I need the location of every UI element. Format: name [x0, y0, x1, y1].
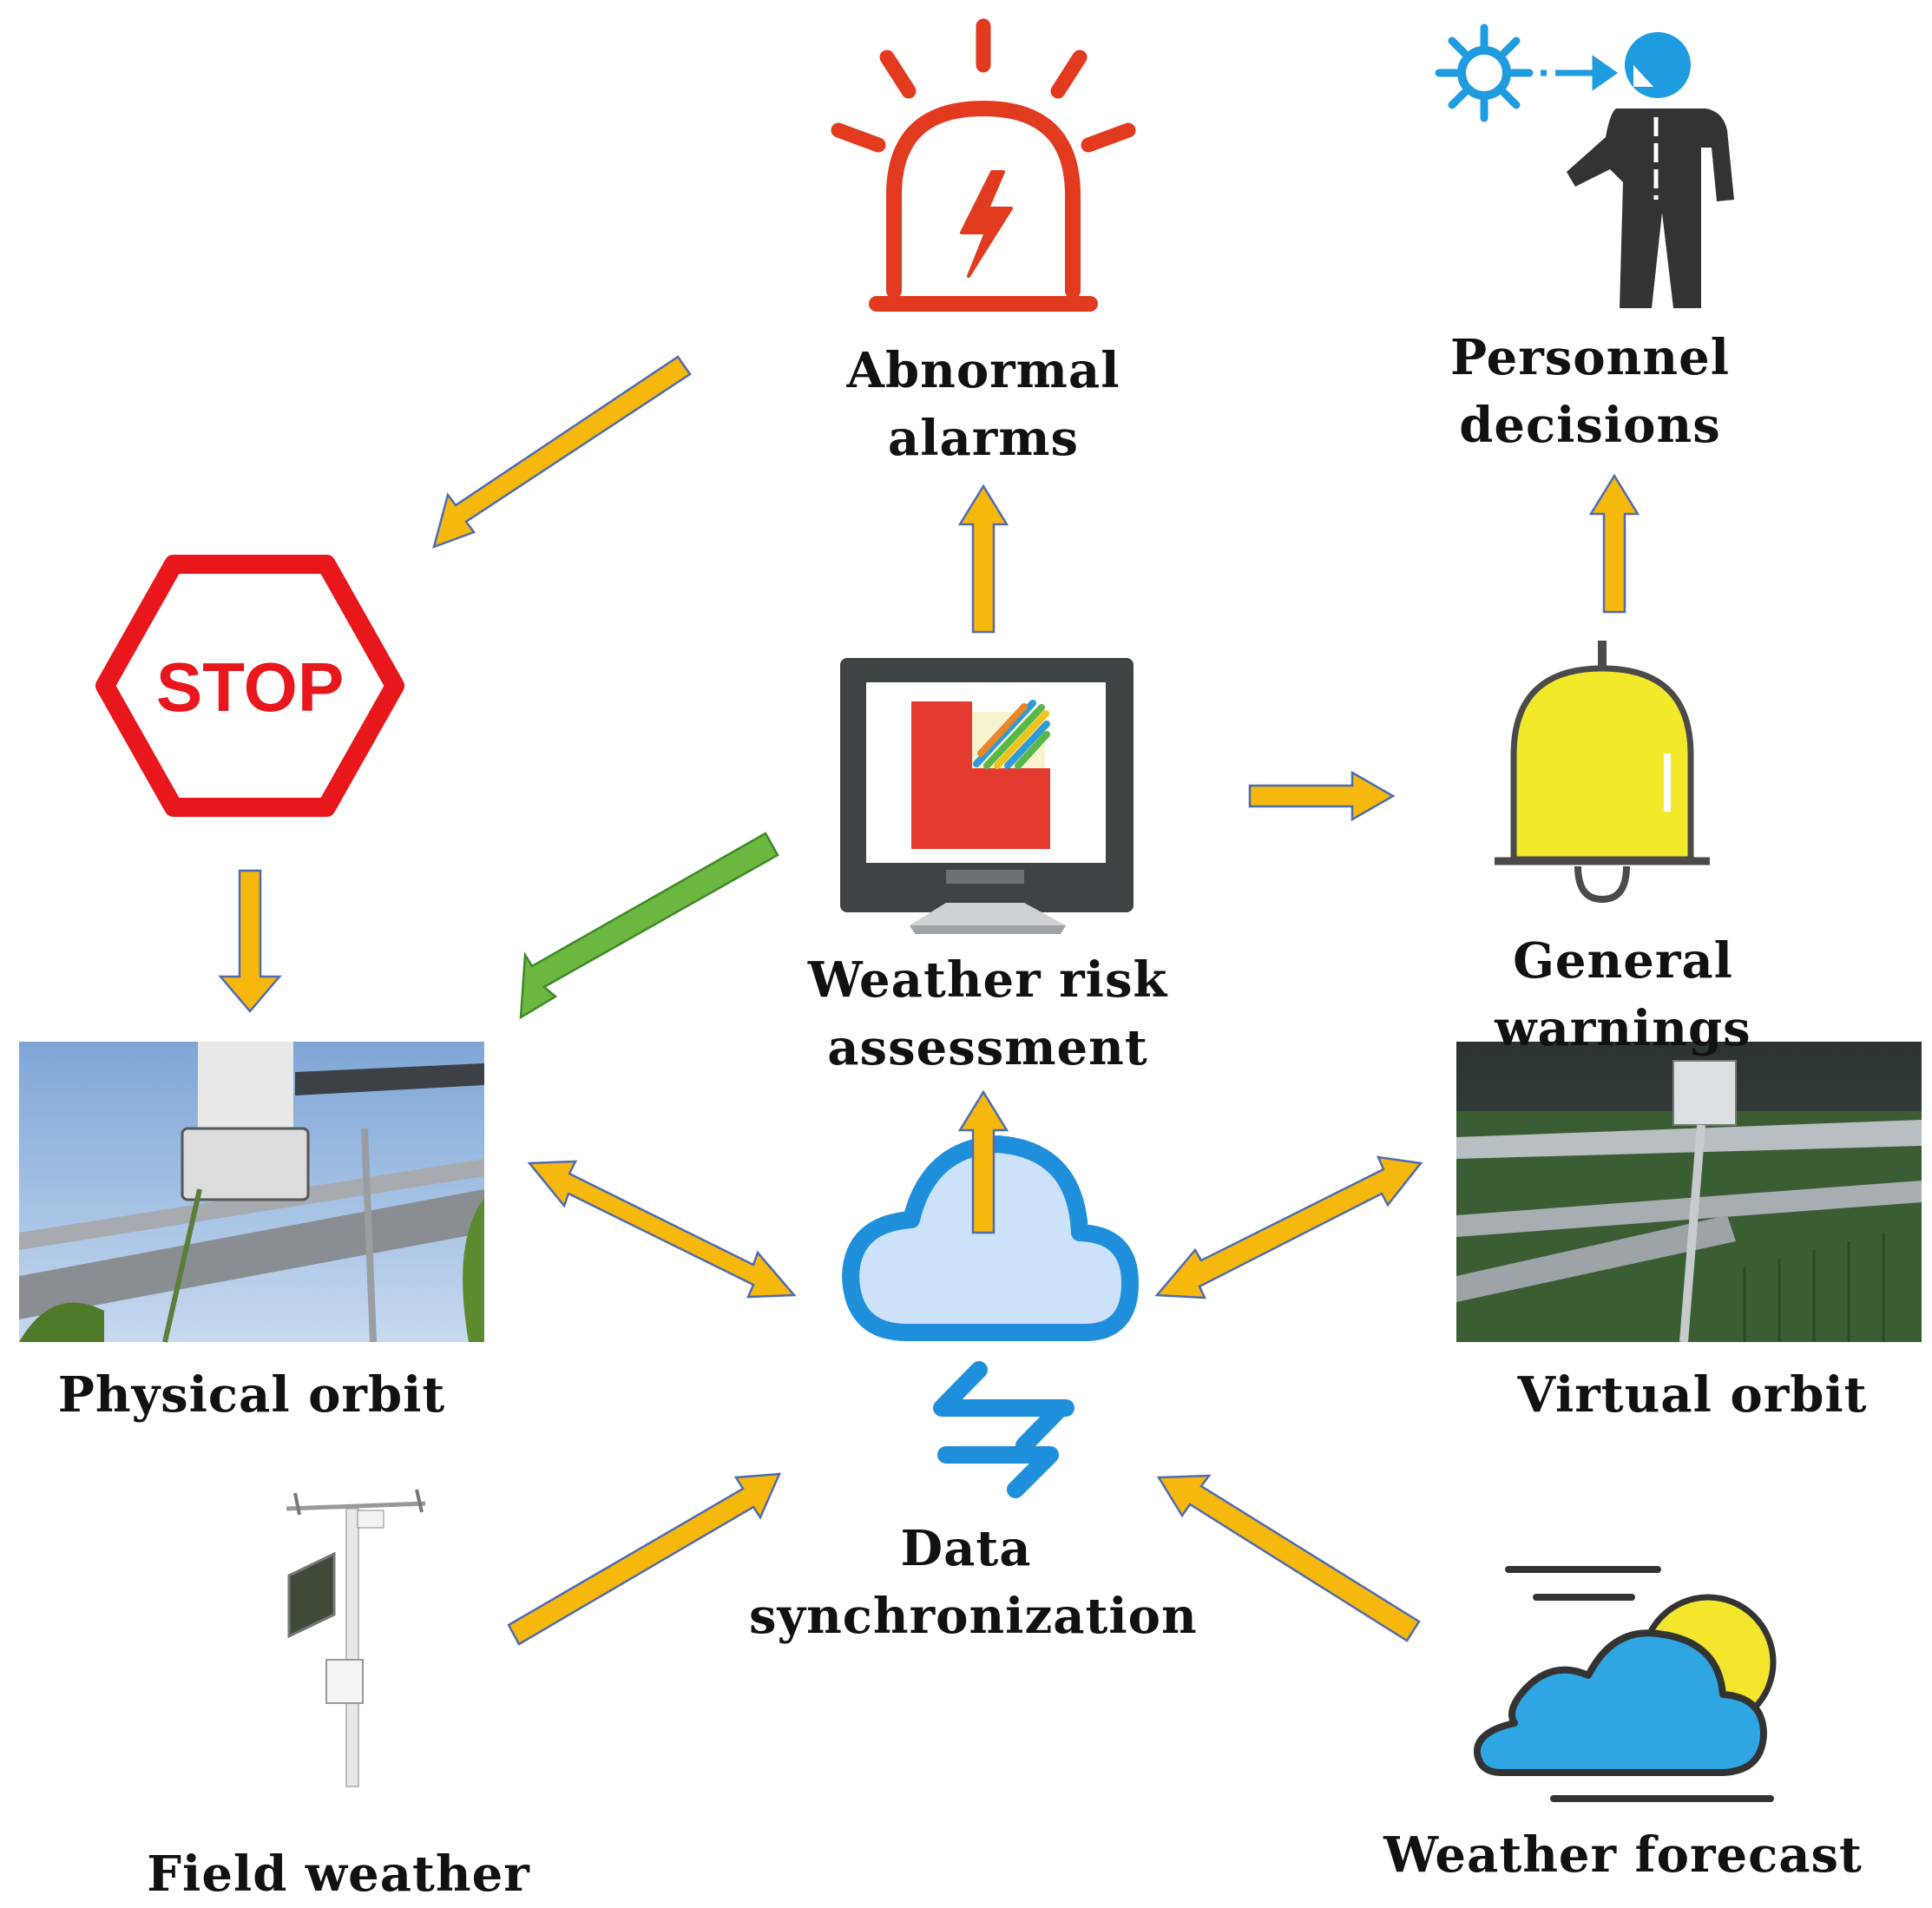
label-weather-risk-assessment: Weather risk assessment: [797, 946, 1179, 1082]
label-field-weather: Field weather: [122, 1840, 555, 1908]
label-abnormal-alarms: Abnormal alarms: [810, 337, 1157, 472]
label-general-warnings: General warnings: [1380, 927, 1866, 1063]
arrow-virtual-sync: [1157, 1157, 1421, 1298]
label-personnel-decisions: Personnel decisions: [1416, 324, 1764, 459]
weather-station-icon: [286, 1490, 425, 1786]
arrow-down-to-physical: [220, 871, 279, 1011]
label-physical-orbit: Physical orbit: [35, 1361, 469, 1429]
label-virtual-orbit: Virtual orbit: [1475, 1361, 1909, 1429]
physical-orbit-photo: [19, 1042, 484, 1342]
virtual-orbit-photo: [1456, 1042, 1922, 1342]
person-decision-icon: [1439, 28, 1734, 308]
arrow-risk-to-physical: [521, 833, 778, 1017]
bell-icon: [1495, 641, 1710, 899]
arrow-right-to-bell: [1250, 773, 1393, 819]
monitor-chart-icon: [840, 658, 1134, 934]
alarm-light-icon: [838, 26, 1128, 304]
stop-sign-text: STOP: [100, 648, 400, 727]
weather-forecast-icon: [1477, 1569, 1773, 1799]
arrow-physical-sync: [529, 1161, 794, 1297]
arrow-forecast-to-sync: [1159, 1476, 1419, 1641]
arrow-alarms-to-stop: [434, 357, 690, 547]
arrow-up-to-alarms: [960, 486, 1007, 632]
label-weather-forecast: Weather forecast: [1380, 1821, 1866, 1889]
arrow-up-to-personnel: [1591, 476, 1638, 612]
arrow-field-to-sync: [509, 1474, 779, 1644]
label-data-synchronization: Data synchronization: [749, 1515, 1183, 1650]
